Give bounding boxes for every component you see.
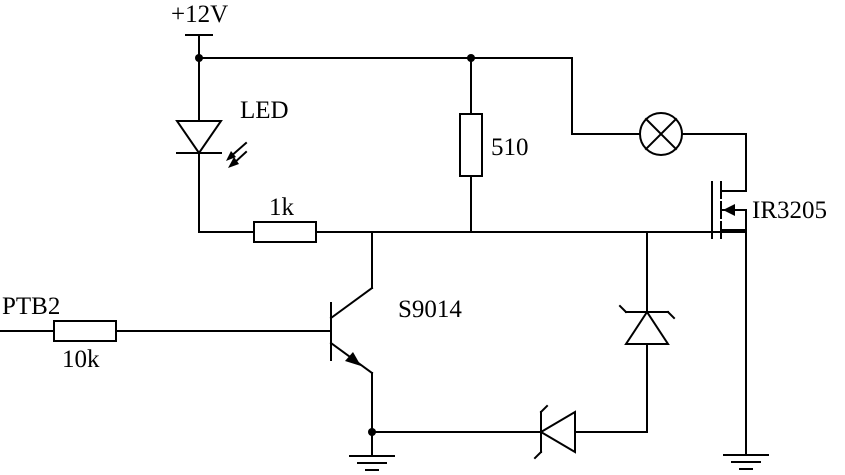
zener-diode [618,231,676,433]
led-diode-symbol [175,120,223,155]
input-line [0,320,117,342]
mosfet-symbol [711,181,747,456]
resistor-510 [459,113,483,177]
ground-icon [349,431,395,471]
top-rail [195,54,747,192]
led-branch [175,57,255,233]
label-r-base: 10k [62,346,100,373]
label-led: LED [240,97,289,124]
ground-icon [723,454,769,470]
label-input: PTB2 [2,293,60,320]
label-mosfet: IR3205 [752,197,827,224]
light-emission-arrows-icon [226,141,248,168]
label-r-led: 1k [269,194,295,221]
bottom-line [368,404,648,460]
label-supply: +12V [171,1,228,28]
resistor-1k [253,221,317,243]
label-transistor: S9014 [398,296,462,323]
npn-transistor [115,231,374,433]
lamp-icon [639,112,683,156]
label-r-collector: 510 [491,134,529,161]
resistor-10k [53,320,117,342]
resistor-510-branch [459,57,483,233]
